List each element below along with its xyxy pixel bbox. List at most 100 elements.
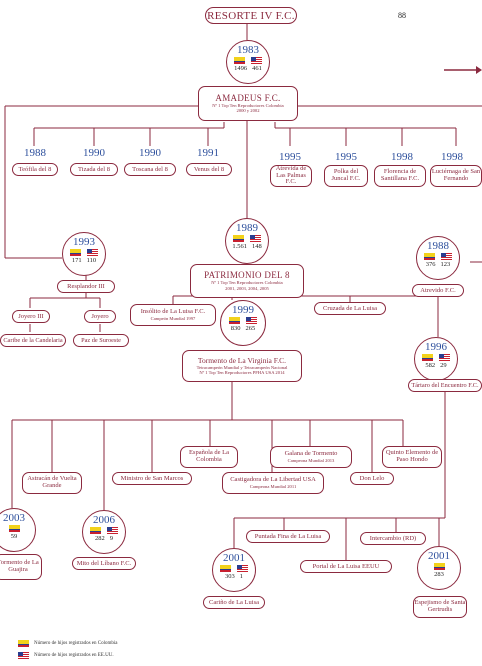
colombia-flag-icon: [70, 249, 81, 256]
daughter-year: 1995: [279, 151, 301, 163]
daughter-year: 1998: [391, 151, 413, 163]
offspring-counts: 59: [11, 533, 18, 540]
colombia-flag-icon: [422, 354, 433, 361]
daughter-node[interactable]: Tizada del 8: [70, 163, 118, 176]
carino-circle: 2001 303 1: [212, 548, 256, 592]
patrimonio-award: Nº 1 Top Ten Reproductores Colombia: [211, 280, 283, 286]
count-colombia: 1496: [234, 65, 248, 72]
patrimonio-award-years: 2001, 2003, 2004, 2005: [225, 285, 269, 291]
page-number: 88: [398, 11, 406, 20]
daughter-node[interactable]: Atrevida de Las Palmas F.C.: [270, 165, 312, 187]
daughter-name: Luciérnaga de San Fernando: [431, 168, 481, 182]
count-usa: 461: [252, 65, 262, 72]
portal-node[interactable]: Portal de La Luisa EEUU: [300, 560, 392, 573]
count-colombia: 282: [95, 535, 105, 542]
resplandor-name: Resplandor III: [67, 283, 105, 290]
daughter-year: 1990: [139, 147, 161, 159]
resplandor-node[interactable]: Resplandor III: [57, 280, 115, 293]
puntada-node[interactable]: Puntada Fina de La Luisa: [246, 530, 330, 543]
insolito-award: Campeón Mundial 1997: [150, 315, 196, 321]
offspring-node[interactable]: Astracán de Vuelta Grande: [22, 472, 82, 494]
count-usa: 265: [245, 325, 256, 332]
mito-name: Mito del Líbano F.C.: [76, 560, 132, 567]
offspring-counts: 303 1: [225, 573, 243, 580]
offspring-counts: 1496 461: [234, 65, 262, 72]
offspring-node[interactable]: Ministro de San Marcos: [112, 472, 192, 485]
insolito-node[interactable]: Insólito de La Luisa F.C. Campeón Mundia…: [130, 304, 216, 326]
daughter-node[interactable]: Toscana del 8: [124, 163, 176, 176]
daughter-node[interactable]: Teófila del 8: [12, 163, 58, 176]
colombia-flag-icon: [229, 317, 240, 324]
flags: [424, 253, 452, 260]
count-colombia: 303: [225, 573, 235, 580]
tormento-name: Tormento de La Virginia F.C.: [197, 355, 287, 365]
offspring-counts: 283: [434, 571, 444, 578]
daughter-year: 1998: [441, 151, 463, 163]
espejismo-node[interactable]: Espejismo de Santa Gertrudis: [413, 596, 467, 618]
root-sire-node[interactable]: RESORTE IV F.C.: [205, 7, 297, 24]
flags: [433, 563, 445, 570]
count-usa: 123: [440, 261, 451, 268]
joyero-node[interactable]: Joyero: [84, 310, 116, 323]
offspring-counts: 282 9: [95, 535, 113, 542]
legend-colombia-text: Número de hijos registrados en Colombia: [34, 641, 118, 646]
offspring-name: Astracán de Vuelta Grande: [27, 475, 77, 489]
amadeus-award-years: 2000 y 2002: [236, 108, 260, 114]
tormento-node[interactable]: Tormento de La Virginia F.C. Tetracampeó…: [182, 350, 302, 382]
intercambio-name: Intercambio (RD): [369, 535, 417, 542]
offspring-counts: 1.561 148: [232, 243, 261, 250]
flags: [233, 235, 261, 242]
patrimonio-node[interactable]: PATRIMONIO DEL 8 Nº 1 Top Ten Reproducto…: [190, 264, 304, 298]
offspring-node[interactable]: Española de La Colombia: [180, 446, 238, 468]
daughter-name: Toscana del 8: [132, 166, 168, 173]
count-usa: 1: [239, 573, 243, 580]
daughter-year: 1995: [335, 151, 357, 163]
colombia-flag-icon: [90, 527, 101, 534]
guajira-name: Tormento de La Guajira: [0, 559, 39, 573]
mito-node[interactable]: Mito del Líbano F.C.: [72, 557, 136, 570]
intercambio-node[interactable]: Intercambio (RD): [360, 532, 426, 545]
daughter-node[interactable]: Luciérnaga de San Fernando: [430, 165, 482, 187]
usa-flag-icon: [250, 235, 261, 242]
amadeus-node[interactable]: AMADEUS F.C. Nº 1 Top Ten Reproductores …: [198, 86, 298, 121]
guajira-node[interactable]: Tormento de La Guajira: [0, 554, 42, 580]
daughter-node[interactable]: Florencia de Santillana F.C.: [374, 165, 426, 187]
joyero3-name: Joyero III: [18, 313, 44, 320]
joyero3-node[interactable]: Joyero III: [12, 310, 50, 323]
daughter-node[interactable]: Polka del Juncal F.C.: [324, 165, 368, 187]
offspring-counts: 582 29: [425, 362, 446, 369]
offspring-name: Don Lelo: [359, 475, 385, 482]
paz-name: Paz de Suroeste: [81, 337, 121, 344]
count-usa: 29: [440, 362, 447, 369]
flags: [8, 525, 20, 532]
offspring-node[interactable]: Galana de Tormento Campeona Mundial 2013: [270, 446, 352, 468]
offspring-counts: 376 123: [426, 261, 451, 268]
daughter-year: 1990: [83, 147, 105, 159]
tormento-award-2: Nº 1 Top Ten Reproductores PFHA USA 2014: [199, 369, 285, 375]
offspring-node[interactable]: Quinto Elemento de Paso Hondo: [382, 446, 442, 468]
tartaro-node[interactable]: Tártaro del Encuentro F.C.: [408, 379, 482, 392]
offspring-node[interactable]: Don Lelo: [350, 472, 394, 485]
usa-flag-icon: [18, 652, 29, 659]
usa-flag-icon: [107, 527, 118, 534]
daughter-node[interactable]: Venus del 8: [186, 163, 232, 176]
espejismo-year: 2001: [428, 550, 450, 562]
count-usa: 9: [109, 535, 113, 542]
offspring-node[interactable]: Castigadora de La Libertad USA Campeona …: [222, 472, 324, 494]
colombia-flag-icon: [220, 565, 231, 572]
carino-name: Cariño de La Luisa: [209, 599, 259, 606]
paz-node[interactable]: Paz de Suroeste: [73, 334, 129, 347]
usa-flag-icon: [237, 565, 248, 572]
tartaro-name: Tártaro del Encuentro F.C.: [411, 382, 479, 389]
carino-node[interactable]: Cariño de La Luisa: [203, 596, 265, 609]
cruzada-node[interactable]: Cruzada de La Luisa: [314, 302, 386, 315]
cruzada-name: Cruzada de La Luisa: [323, 305, 377, 312]
puntada-name: Puntada Fina de La Luisa: [254, 533, 322, 540]
daughter-name: Atrevida de Las Palmas F.C.: [275, 164, 307, 186]
offspring-name: Quinto Elemento de Paso Hondo: [385, 449, 439, 463]
count-usa: 148: [251, 243, 262, 250]
caribe-node[interactable]: Caribe de la Candelaria: [0, 334, 66, 347]
atrevido-node[interactable]: Atrevido F.C.: [412, 284, 464, 297]
joyero-name: Joyero: [91, 313, 109, 320]
resplandor-year: 1993: [73, 236, 95, 248]
